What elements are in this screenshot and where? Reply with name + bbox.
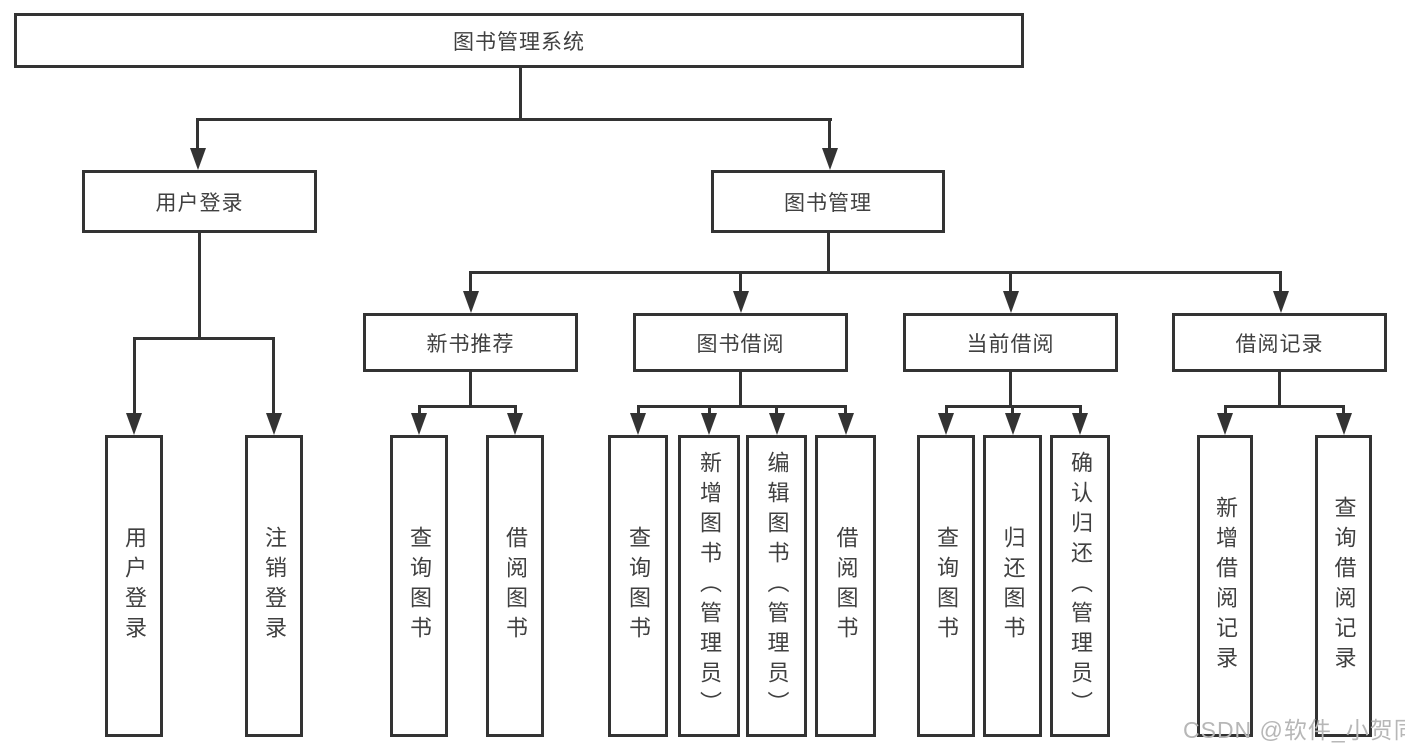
node-book-borrow: 图书借阅 (633, 313, 848, 372)
leaf-borrow-query-books: 查询图书 (608, 435, 668, 737)
leaf-label: 查询借阅记录 (1331, 496, 1357, 676)
connector-l3-stem3 (1009, 271, 1012, 291)
arrow-down-login-child2 (266, 413, 282, 435)
leaf-label: 新增图书（管理员） (697, 451, 722, 721)
leaf-borrow-borrow-books: 借阅图书 (815, 435, 876, 737)
node-label: 新书推荐 (426, 332, 515, 356)
connector-borrow-rail (637, 405, 847, 408)
connector-recommend-c1 (418, 405, 421, 413)
leaf-label: 查询图书 (407, 526, 432, 646)
leaf-records-query-record: 查询借阅记录 (1315, 435, 1372, 737)
node-current-borrow: 当前借阅 (903, 313, 1118, 372)
connector-current-c2 (1011, 405, 1014, 413)
connector-login-rail (134, 337, 275, 340)
connector-borrow-down (739, 372, 742, 405)
connector-l3-stem2 (739, 271, 742, 291)
connector-mgmt-stem (828, 118, 831, 150)
connector-recommend-down (469, 372, 472, 405)
leaf-label: 用户登录 (122, 526, 147, 646)
arrow-down-current-c3 (1072, 413, 1088, 435)
connector-records-c1 (1224, 405, 1227, 413)
connector-records-rail (1224, 405, 1345, 408)
leaf-current-confirm-return-admin: 确认归还（管理员） (1050, 435, 1110, 737)
node-library-system: 图书管理系统 (14, 13, 1024, 68)
connector-borrow-c3 (775, 405, 778, 413)
connector-records-c2 (1342, 405, 1345, 413)
connector-recommend-rail (418, 405, 517, 408)
arrow-down-current-c1 (938, 413, 954, 435)
node-label: 用户登录 (155, 191, 244, 215)
connector-login-child1 (133, 337, 136, 413)
arrow-down-records-c1 (1217, 413, 1233, 435)
arrow-down-borrow-c3 (769, 413, 785, 435)
node-label: 图书管理系统 (453, 30, 585, 54)
node-label: 借阅记录 (1235, 332, 1324, 356)
node-label: 当前借阅 (966, 332, 1055, 356)
arrow-down-records (1273, 291, 1289, 313)
arrow-down-mgmt (822, 148, 838, 170)
connector-l3-stem4 (1279, 271, 1282, 291)
arrow-down-borrow (733, 291, 749, 313)
arrow-down-recommend (463, 291, 479, 313)
connector-level2-rail (197, 118, 832, 121)
arrow-down-borrow-c1 (630, 413, 646, 435)
connector-mgmt-down (827, 233, 830, 271)
leaf-logout: 注销登录 (245, 435, 303, 737)
csdn-watermark: CSDN @软件_小贺同学 (1183, 717, 1405, 743)
node-user-login: 用户登录 (82, 170, 317, 233)
leaf-recommend-borrow-books: 借阅图书 (486, 435, 544, 737)
connector-current-c3 (1079, 405, 1082, 413)
leaf-label: 借阅图书 (503, 526, 528, 646)
node-label: 图书管理 (784, 191, 872, 215)
connector-l3-stem1 (469, 271, 472, 291)
leaf-label: 查询图书 (626, 526, 651, 646)
connector-login-stem (196, 118, 199, 150)
arrow-down-recommend-c2 (507, 413, 523, 435)
node-label: 图书借阅 (696, 332, 785, 356)
connector-records-down (1278, 372, 1281, 405)
leaf-borrow-edit-books-admin: 编辑图书（管理员） (746, 435, 807, 737)
connector-recommend-c2 (514, 405, 517, 413)
connector-root-stem (519, 68, 522, 119)
arrow-down-borrow-c4 (838, 413, 854, 435)
leaf-user-login: 用户登录 (105, 435, 163, 737)
leaf-records-add-record: 新增借阅记录 (1197, 435, 1253, 737)
leaf-label: 借阅图书 (833, 526, 859, 646)
connector-login-child2 (272, 337, 275, 413)
leaf-recommend-query-books: 查询图书 (390, 435, 448, 737)
leaf-label: 新增借阅记录 (1213, 496, 1238, 676)
node-book-management: 图书管理 (711, 170, 945, 233)
leaf-label: 归还图书 (1000, 526, 1026, 646)
connector-current-c1 (945, 405, 948, 413)
connector-current-down (1009, 372, 1012, 405)
leaf-label: 注销登录 (262, 526, 287, 646)
leaf-label: 确认归还（管理员） (1068, 451, 1093, 721)
arrow-down-current-c2 (1005, 413, 1021, 435)
connector-borrow-c2 (708, 405, 711, 413)
leaf-label: 查询图书 (934, 526, 959, 646)
node-borrow-records: 借阅记录 (1172, 313, 1387, 372)
leaf-borrow-add-books-admin: 新增图书（管理员） (678, 435, 740, 737)
connector-login-down (198, 233, 201, 337)
arrow-down-recommend-c1 (411, 413, 427, 435)
arrow-down-borrow-c2 (701, 413, 717, 435)
connector-borrow-c4 (844, 405, 847, 413)
node-new-book-recommend: 新书推荐 (363, 313, 578, 372)
leaf-label: 编辑图书（管理员） (764, 451, 790, 721)
leaf-current-return-books: 归还图书 (983, 435, 1042, 737)
leaf-current-query-books: 查询图书 (917, 435, 975, 737)
arrow-down-current (1003, 291, 1019, 313)
arrow-down-login (190, 148, 206, 170)
arrow-down-records-c2 (1336, 413, 1352, 435)
connector-level3-rail (470, 271, 1281, 274)
arrow-down-login-child1 (126, 413, 142, 435)
connector-borrow-c1 (637, 405, 640, 413)
